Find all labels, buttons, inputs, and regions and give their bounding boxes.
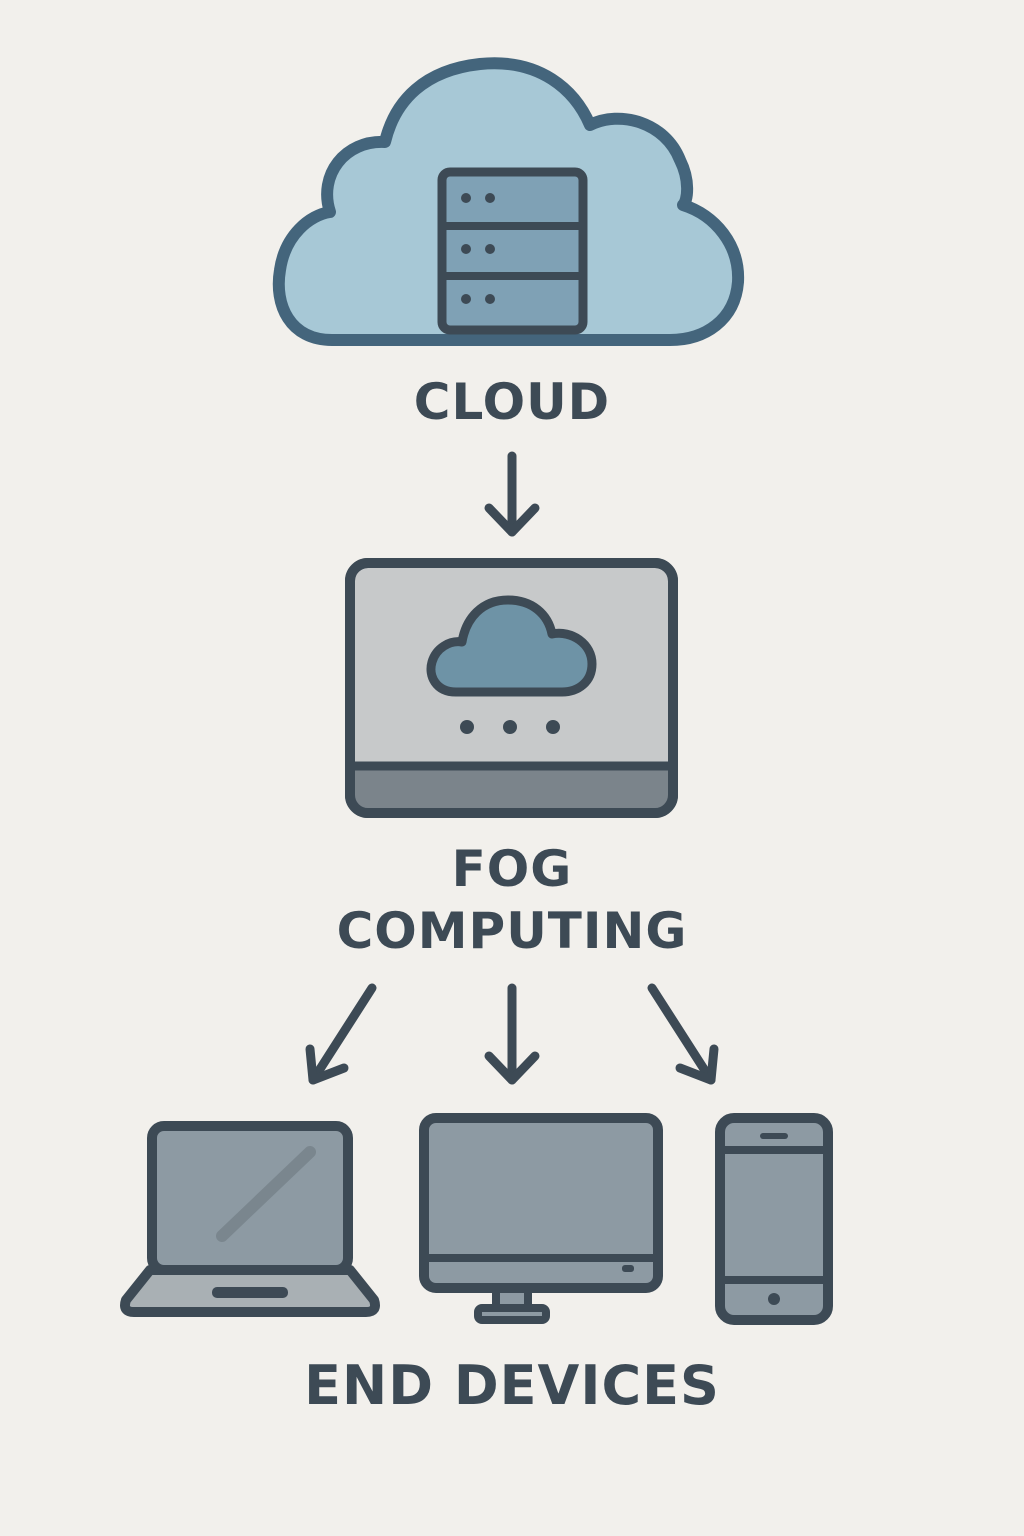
fog-label-line1: FOG <box>451 840 573 898</box>
small-cloud-icon <box>426 595 597 697</box>
arrow-fog-to-laptop <box>305 983 377 1085</box>
arrow-fog-to-desktop <box>484 983 540 1085</box>
desktop-monitor-icon <box>419 1113 663 1324</box>
cloud-label: CLOUD <box>413 373 611 431</box>
end-devices-label: END DEVICES <box>304 1354 720 1417</box>
arrow-fog-to-smartphone <box>647 983 719 1085</box>
laptop-icon <box>120 1121 380 1317</box>
fog-computing-label: FOG COMPUTING <box>0 838 1024 962</box>
fog-label-line2: COMPUTING <box>336 902 688 960</box>
server-rack-icon <box>437 167 588 335</box>
arrow-cloud-to-fog <box>484 451 540 537</box>
smartphone-icon <box>715 1113 833 1325</box>
